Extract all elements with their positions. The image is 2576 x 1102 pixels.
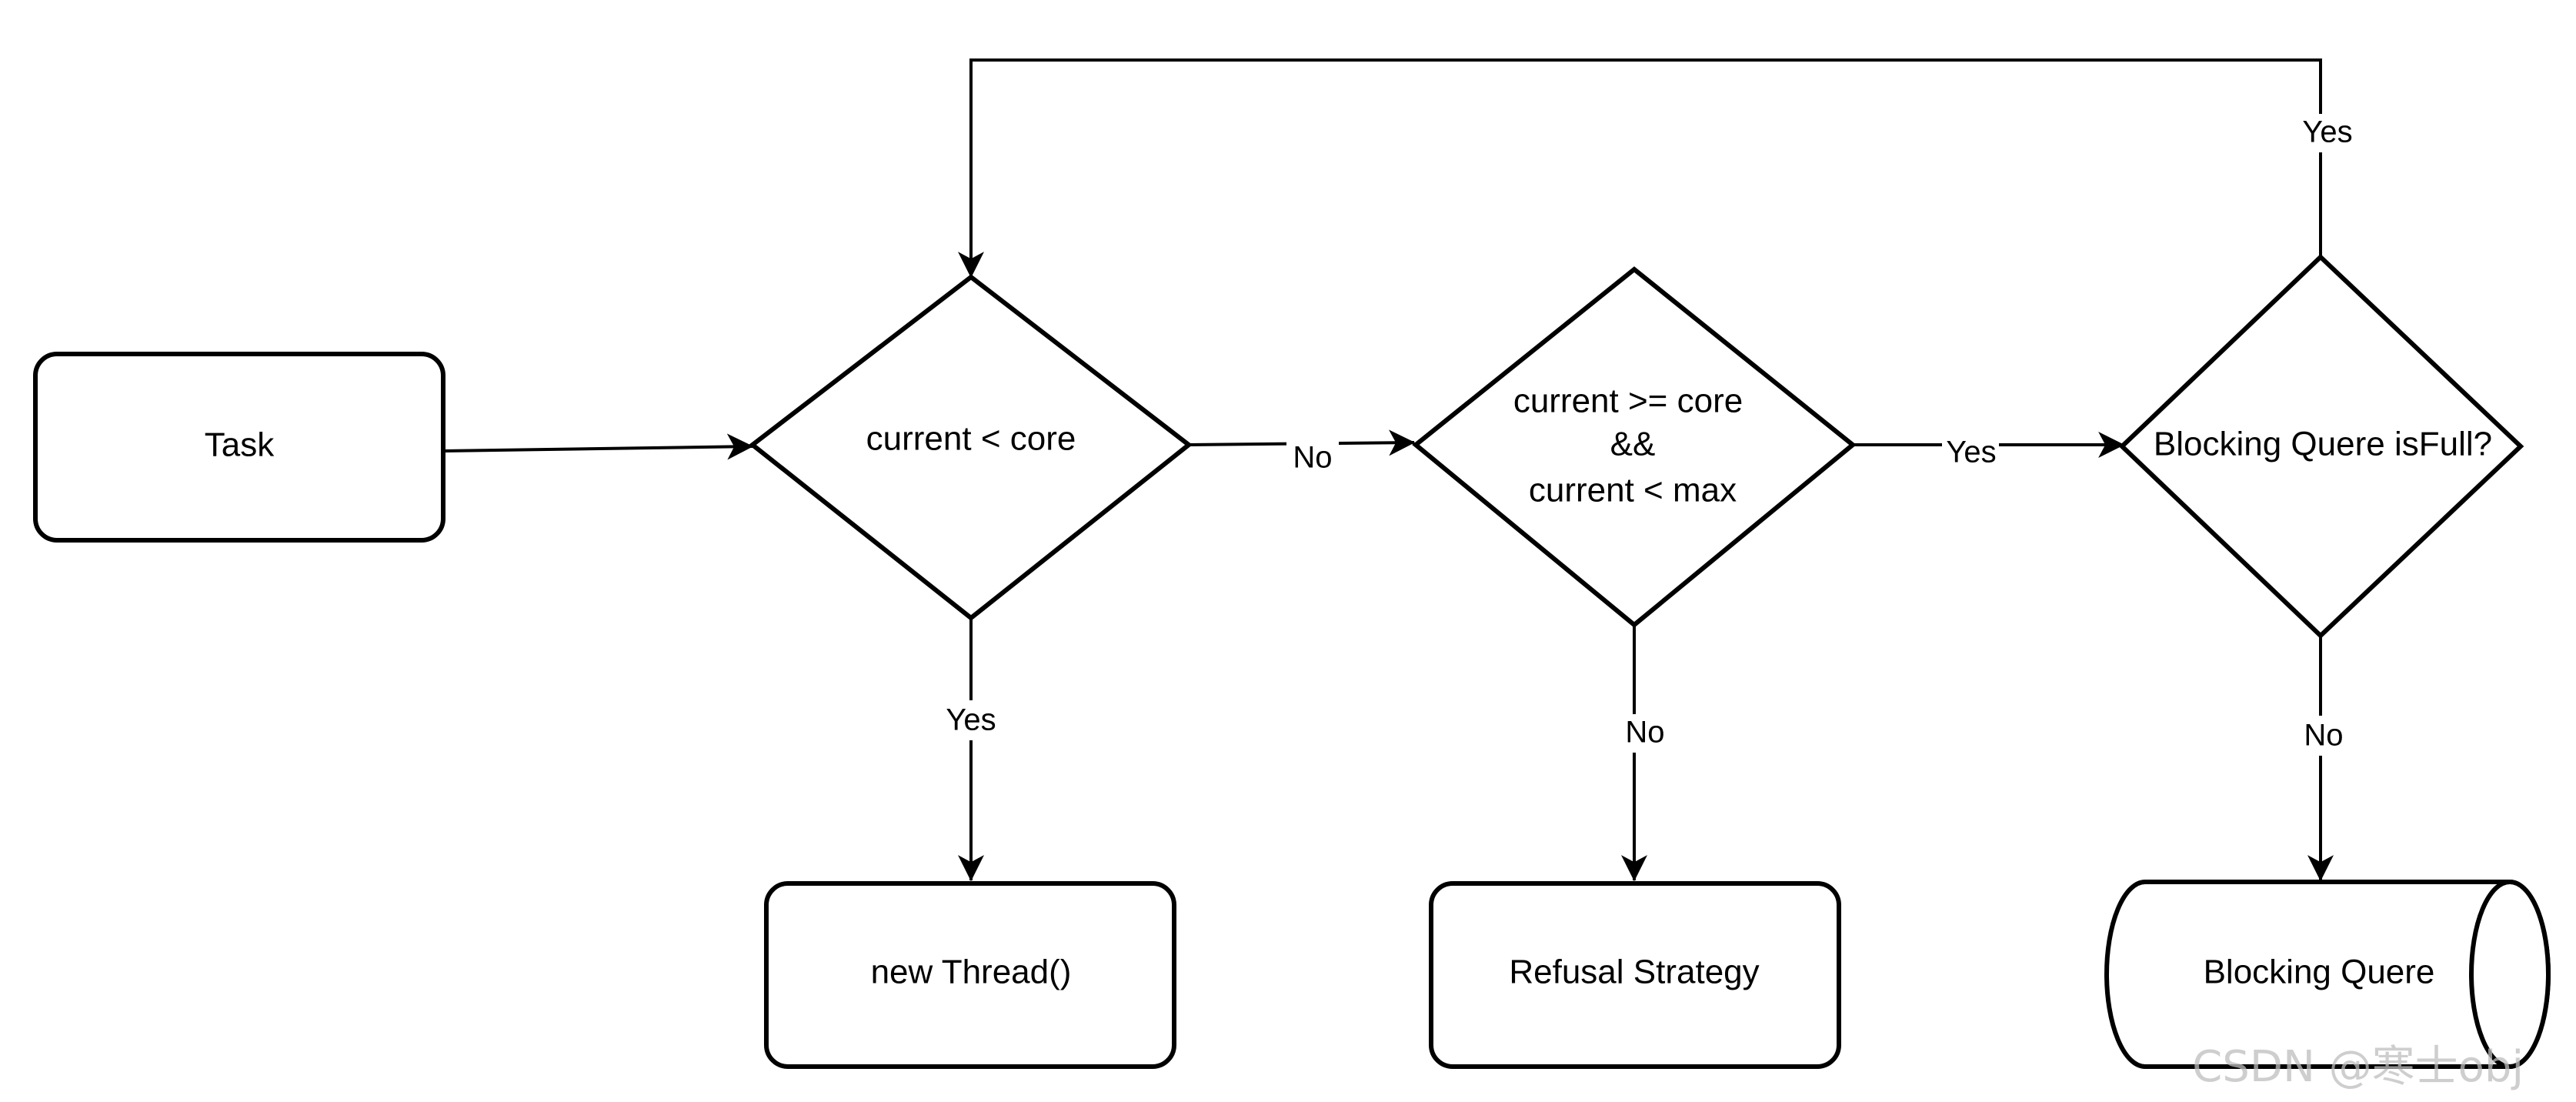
node-new-thread-label: new Thread() bbox=[871, 953, 1072, 991]
edges bbox=[443, 58, 2334, 882]
node-blocking-queue: Blocking Quere bbox=[2104, 880, 2551, 1069]
decision-full-label: Blocking Quere isFull? bbox=[2154, 426, 2492, 463]
decision-current-lt-core: current < core bbox=[749, 274, 1193, 621]
node-blocking-queue-label: Blocking Quere bbox=[2204, 953, 2435, 991]
edge-labels: Yes No Yes No Yes No bbox=[940, 114, 2357, 756]
edge-label-full-no: No bbox=[2304, 719, 2343, 753]
edge-label-core-yes: Yes bbox=[946, 703, 996, 737]
node-refusal-strategy-label: Refusal Strategy bbox=[1509, 953, 1759, 991]
node-new-thread: new Thread() bbox=[764, 881, 1176, 1069]
decision-blocking-queue-is-full: Blocking Quere isFull? bbox=[2118, 253, 2524, 639]
edge-label-max-yes: Yes bbox=[1946, 436, 1996, 469]
watermark-text: CSDN @寒士obj bbox=[2192, 1042, 2524, 1092]
edge-label-core-no: No bbox=[1293, 441, 1332, 475]
decision-max-label-line3: current < max bbox=[1529, 472, 1737, 509]
decision-current-ge-core-and-lt-max: current >= core && current < max bbox=[1412, 266, 1857, 628]
node-task-label: Task bbox=[205, 426, 275, 464]
edge-task-to-core-decision bbox=[443, 433, 754, 460]
edge-label-full-yes: Yes bbox=[2302, 115, 2352, 149]
edge-label-max-no: No bbox=[1625, 716, 1664, 750]
decision-current-lt-core-label: current < core bbox=[866, 420, 1076, 458]
node-refusal-strategy: Refusal Strategy bbox=[1429, 881, 1841, 1069]
decision-max-label-line1: current >= core bbox=[1513, 382, 1743, 420]
edge-full-yes-loop bbox=[958, 58, 2322, 279]
decision-max-label-line2: && bbox=[1610, 426, 1656, 463]
node-task: Task bbox=[33, 352, 445, 543]
